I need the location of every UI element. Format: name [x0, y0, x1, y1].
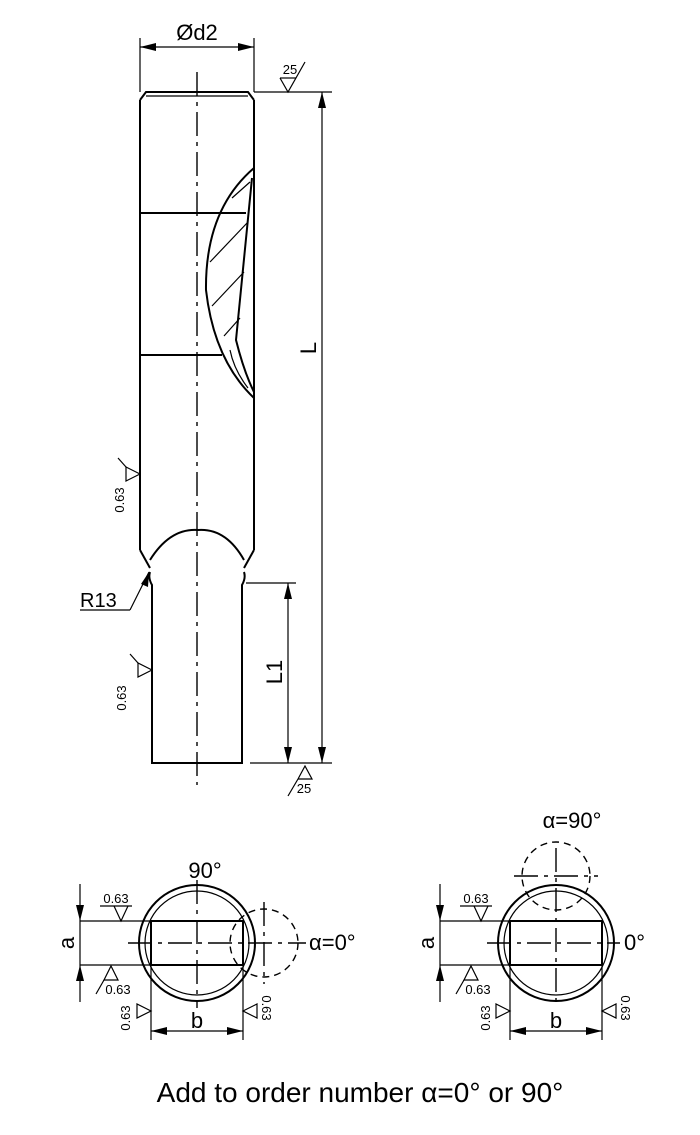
right-0-label: 0° [624, 930, 645, 955]
right-roughness-3: 0.63 [478, 1005, 493, 1030]
tool-side-view [139, 72, 255, 785]
roughness-25-bottom: 25 [297, 781, 311, 796]
L-label: L [296, 342, 321, 354]
roughness-063-body: 0.63 [112, 487, 127, 512]
L1-label: L1 [262, 660, 287, 684]
left-90-label: 90° [188, 858, 221, 883]
R13-label: R13 [80, 590, 117, 612]
roughness-063-shank: 0.63 [114, 685, 129, 710]
roughness-25-top: 25 [283, 62, 297, 77]
right-roughness-1: 0.63 [463, 891, 488, 906]
section-view-alpha-90: a b α=90° 0° 0.63 0.63 0.63 0.63 [414, 808, 645, 1040]
left-b-label: b [191, 1008, 203, 1033]
left-alpha0-label: α=0° [309, 930, 356, 955]
left-roughness-3: 0.63 [118, 1005, 133, 1030]
order-caption: Add to order number α=0° or 90° [157, 1077, 564, 1108]
roughness-symbol-bottom: 25 [287, 764, 314, 797]
left-roughness-2: 0.63 [105, 982, 130, 997]
d2-label: Ød2 [176, 20, 218, 45]
R13-leader: R13 [80, 571, 150, 612]
right-a-label: a [414, 936, 439, 949]
right-b-label: b [550, 1008, 562, 1033]
L-dimension: L [250, 91, 332, 764]
roughness-symbol-shank: 0.63 [114, 653, 153, 711]
section-view-alpha-0: a b 90° α=0° 0.63 0.63 0.63 0.63 [54, 858, 356, 1040]
roughness-symbol-top: 25 [279, 61, 306, 94]
roughness-symbol-body: 0.63 [112, 457, 141, 513]
right-roughness-4: 0.63 [618, 995, 633, 1020]
right-alpha90-label: α=90° [543, 808, 602, 833]
L1-dimension: L1 [246, 582, 296, 763]
left-roughness-4: 0.63 [259, 995, 274, 1020]
left-roughness-1: 0.63 [103, 891, 128, 906]
d2-dimension: Ød2 [139, 20, 255, 92]
left-a-label: a [54, 936, 79, 949]
right-roughness-2: 0.63 [465, 982, 490, 997]
